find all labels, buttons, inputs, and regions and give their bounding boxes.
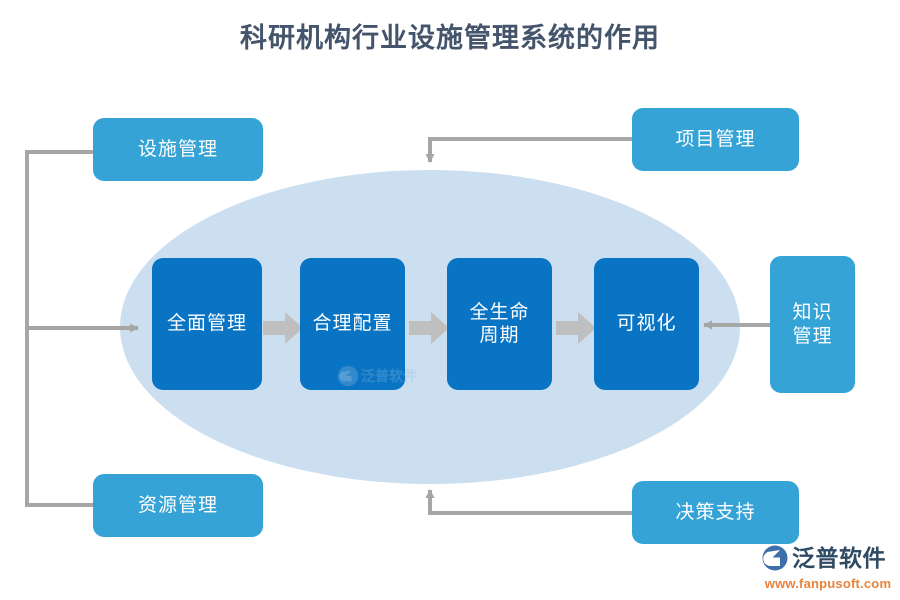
connector-facility-resource-to-core [25,150,139,507]
connector-decision-to-core [425,489,632,515]
page-title: 科研机构行业设施管理系统的作用 [240,23,660,53]
node-full-lifecycle[interactable]: 全生命 周期 [447,258,552,390]
brand-url: www.fanpusoft.com [764,576,892,591]
node-knowledge-management[interactable]: 知识 管理 [770,256,855,393]
flow-chevron-icon [263,312,303,344]
node-comprehensive-management[interactable]: 全面管理 [152,258,262,390]
brand-mark-icon [762,545,788,571]
node-facility-management[interactable]: 设施管理 [93,118,263,181]
node-decision-support[interactable]: 决策支持 [632,481,799,544]
brand-logo: 泛普软件 www.fanpusoft.com [762,543,894,593]
node-resource-management[interactable]: 资源管理 [93,474,263,537]
flow-chevron-icon [556,312,596,344]
connector-project-to-core [425,137,632,163]
node-rational-allocation[interactable]: 合理配置 [300,258,405,390]
brand-name: 泛普软件 [792,544,886,571]
node-project-management[interactable]: 项目管理 [632,108,799,171]
node-visualization[interactable]: 可视化 [594,258,699,390]
flow-chevron-icon [409,312,449,344]
